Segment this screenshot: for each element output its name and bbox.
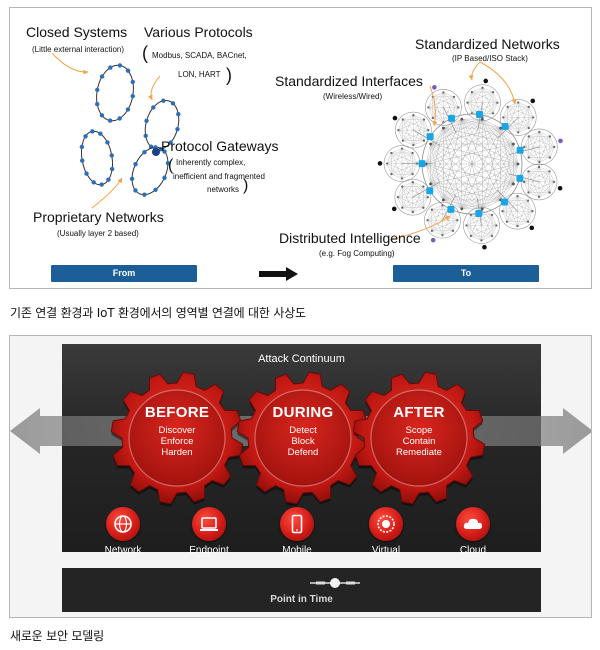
gear-item-detect: Detect: [289, 425, 317, 436]
satellite-cluster-8: [377, 145, 421, 182]
closed-system-ring-3: [79, 129, 115, 187]
protocol-gateways-sub-2: inefficient and fragmented: [173, 172, 265, 181]
protocol-gateways-title: Protocol Gateways: [161, 138, 279, 154]
service-label: Mobile: [282, 545, 312, 556]
point-in-time-label: Point in Time: [270, 594, 333, 605]
pointer-arrow-left-1: [147, 75, 161, 101]
gear-item-remediate: Remediate: [396, 447, 442, 458]
service-label: Virtual: [371, 545, 401, 556]
satellite-cluster-5: [463, 207, 500, 250]
various-protocols-paren-open: (: [142, 43, 148, 63]
protocol-gateways-paren-close: ): [243, 177, 249, 194]
standardized-networks-title: Standardized Networks: [415, 36, 560, 52]
service-mobile: Mobile: [257, 507, 337, 556]
gear-during: [236, 371, 370, 507]
pointer-arrow-right-0: [479, 61, 517, 105]
from-bar: From: [51, 265, 197, 282]
caption-security-modeling: 새로운 보안 모델링: [10, 629, 104, 643]
gear-before: [110, 371, 244, 507]
standardized-mesh: [377, 78, 563, 250]
laptop-icon: [192, 507, 226, 541]
gear-title-after: AFTER: [393, 404, 445, 421]
standardized-interfaces-subtitle: (Wireless/Wired): [323, 92, 383, 101]
closed-systems-subtitle: (Little external interaction): [32, 45, 125, 54]
service-network: Network: [83, 507, 163, 556]
virtual-icon: [369, 507, 403, 541]
pointer-arrow-right-2: [429, 85, 438, 127]
gear-item-enforce: Enforce: [160, 436, 194, 447]
service-label: Network: [104, 545, 142, 556]
globe-icon: [106, 507, 140, 541]
standardized-networks-subtitle: (IP Based/ISO Stack): [452, 54, 528, 63]
to-bar: To: [393, 265, 539, 282]
satellite-cluster-0: [464, 78, 501, 121]
attack-continuum-header: Attack Continuum: [258, 353, 345, 365]
gear-item-harden: Harden: [161, 447, 193, 458]
satellite-cluster-10: [425, 85, 462, 126]
proprietary-networks-title: Proprietary Networks: [33, 209, 164, 225]
service-label: Endpoint: [189, 545, 229, 556]
pointer-arrow-right-1: [468, 61, 481, 81]
pointer-arrow-right-3: [389, 215, 451, 241]
cloud-icon: [456, 507, 490, 541]
gear-after: [352, 371, 486, 507]
proprietary-networks-subtitle: (Usually layer 2 based): [57, 229, 139, 238]
transition-arrow-icon: [259, 267, 298, 281]
gear-item-block: Block: [291, 436, 315, 447]
gateway-node: [152, 148, 160, 156]
gear-item-defend: Defend: [287, 447, 319, 458]
satellite-cluster-7: [391, 178, 432, 216]
protocol-gateways-paren-open: (: [168, 157, 174, 174]
standardized-interfaces-title: Standardized Interfaces: [275, 73, 423, 89]
closed-system-ring-1: [95, 63, 135, 123]
pointer-arrow-left-0: [51, 52, 89, 75]
service-endpoint: Endpoint: [169, 507, 249, 556]
various-protocols-sub-1: Modbus, SCADA, BACnet,: [152, 51, 247, 60]
caption-network-mapping: 기존 연결 환경과 IoT 환경에서의 영역별 연결에 대한 사상도: [10, 306, 306, 320]
service-cloud: Cloud: [433, 507, 513, 556]
iot-network-diagram: Closed Systems (Little external interact…: [9, 7, 592, 289]
gear-item-scope: Scope: [405, 425, 433, 436]
various-protocols-paren-close: ): [226, 65, 232, 85]
gear-item-contain: Contain: [402, 436, 436, 447]
network-graphics: [51, 52, 563, 281]
gear-title-during: DURING: [272, 404, 334, 421]
protocol-gateways-sub-3: networks: [207, 185, 240, 194]
pointer-arrow-left-3: [91, 177, 123, 209]
distributed-intelligence-title: Distributed Intelligence: [279, 230, 421, 246]
satellite-cluster-6: [424, 201, 461, 243]
service-virtual: Virtual: [346, 507, 426, 556]
closed-systems-title: Closed Systems: [26, 24, 128, 40]
various-protocols-title: Various Protocols: [144, 24, 253, 40]
protocol-gateways-sub-1: Inherently complex,: [176, 158, 246, 167]
distributed-intelligence-subtitle: (e.g. Fog Computing): [319, 249, 395, 258]
various-protocols-sub-2: LON, HART: [178, 70, 221, 79]
timeline-marker-icon: [330, 578, 340, 588]
phone-icon: [280, 507, 314, 541]
satellite-cluster-1: [499, 98, 537, 136]
satellite-cluster-3: [520, 163, 563, 201]
service-label: Cloud: [459, 545, 487, 556]
point-in-time-panel: [62, 568, 541, 612]
satellite-cluster-9: [392, 111, 432, 149]
satellite-cluster-2: [521, 128, 563, 166]
attack-continuum-graphics: [10, 344, 591, 612]
gear-title-before: BEFORE: [144, 404, 210, 421]
gear-item-discover: Discover: [158, 425, 196, 436]
